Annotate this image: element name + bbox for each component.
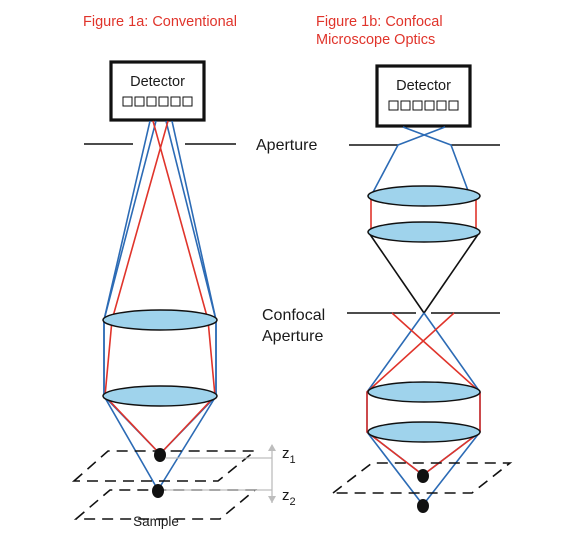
figure-a-z-guides bbox=[164, 444, 276, 503]
figure-a-detector-box bbox=[109, 60, 206, 122]
figure-b-lens-1 bbox=[367, 185, 481, 207]
figure-b-sample-plane bbox=[330, 462, 513, 494]
figure-b-detector-rays bbox=[370, 126, 471, 197]
figure-a-sample-point-z2 bbox=[152, 484, 164, 498]
figure-b-detector: Detector bbox=[375, 64, 472, 128]
figure-b-title-line1: Figure 1b: Confocal bbox=[316, 14, 443, 30]
figure-a-sample-point-z1 bbox=[154, 448, 166, 462]
figure-a-sample-label: Sample bbox=[133, 514, 179, 529]
figure-b-detector-box bbox=[375, 64, 472, 128]
figure-a-detector: Detector bbox=[109, 60, 206, 122]
figure-a-lens-upper bbox=[102, 309, 218, 331]
figure-b-lens-4 bbox=[367, 421, 481, 443]
confocal-aperture-label-line2: Aperture bbox=[262, 328, 323, 345]
confocal-aperture-label-line1: Confocal bbox=[262, 307, 325, 324]
figure-a-z1-label: z1 bbox=[282, 445, 296, 466]
figure-b-lower-red-rays bbox=[366, 312, 481, 476]
figure-a-detector-pixels bbox=[122, 96, 193, 107]
figure-b-title-line2: Microscope Optics bbox=[316, 32, 435, 48]
figure-b-lens-2 bbox=[367, 221, 481, 243]
figure-a-detector-label: Detector bbox=[130, 74, 185, 90]
figure-b-upper-red-rays bbox=[370, 196, 477, 231]
figure-b-sample-point-in-focus bbox=[417, 469, 429, 483]
figure-b-lens-3 bbox=[367, 381, 481, 403]
figure-a-title: Figure 1a: Conventional bbox=[83, 14, 237, 30]
figure-b-detector-label: Detector bbox=[396, 78, 451, 94]
figure-a-z2-label: z2 bbox=[282, 487, 296, 508]
figure-b-detector-pixels bbox=[388, 100, 459, 111]
figure-a-red-rays bbox=[104, 120, 216, 455]
aperture-label: Aperture bbox=[256, 137, 317, 154]
figure-a-blue-rays bbox=[103, 120, 217, 491]
figure-a-lens-lower bbox=[102, 385, 218, 407]
figure-b-sample-point-out-of-focus bbox=[417, 499, 429, 513]
figure-b-converging-cone bbox=[368, 232, 480, 314]
